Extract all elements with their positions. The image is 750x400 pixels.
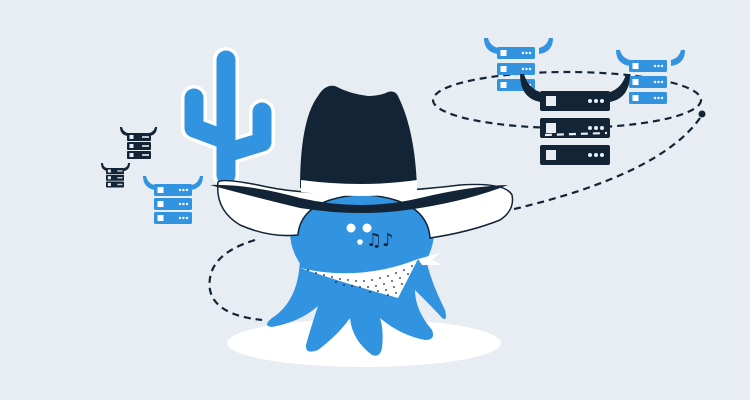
server-bull-large-dark (520, 74, 630, 165)
server-bull-small-left-blue (143, 176, 203, 224)
cactus-icon (181, 47, 275, 188)
eye-left (346, 223, 356, 233)
lasso-knot (698, 110, 706, 118)
eye-right (362, 223, 372, 233)
server-bull-small-dark-2 (101, 163, 130, 188)
server-bull-small-dark-1 (120, 127, 157, 159)
polka-dot-bandana (300, 253, 442, 298)
lasso-rope-left (208, 238, 263, 322)
server-bull-top-left-blue (484, 38, 553, 91)
server-bull-top-right-blue (616, 50, 685, 104)
mouth (357, 239, 363, 245)
cowboy-hat-icon (210, 85, 514, 239)
lasso-loop (431, 70, 703, 130)
lasso-rope (509, 117, 701, 212)
music-note-icon: ♫♪ (366, 230, 394, 251)
